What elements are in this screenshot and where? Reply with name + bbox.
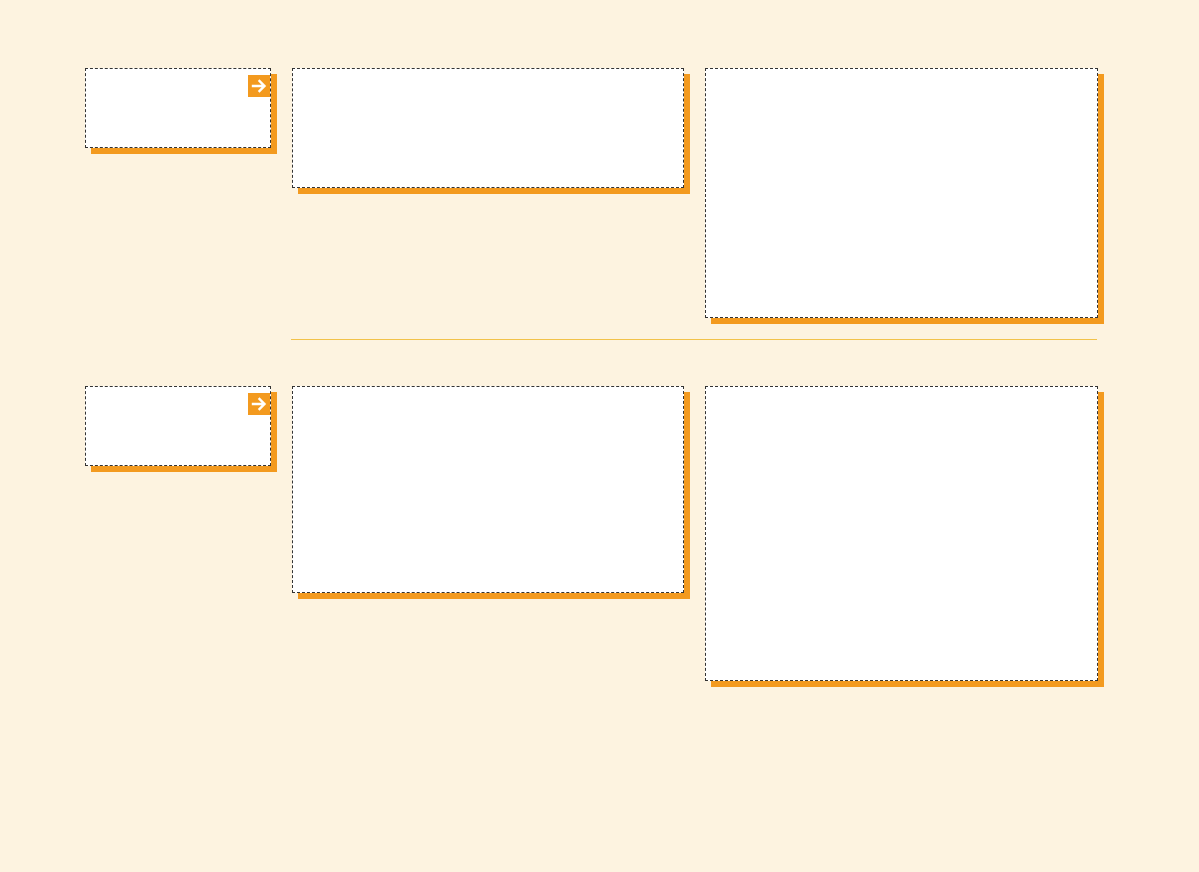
content-card (705, 386, 1098, 681)
arrow-right-icon (251, 79, 267, 93)
arrow-right-icon (251, 397, 267, 411)
arrow-button[interactable] (248, 75, 270, 97)
nav-card[interactable] (85, 386, 271, 466)
content-card (292, 68, 684, 188)
arrow-button[interactable] (248, 393, 270, 415)
section-divider (291, 339, 1097, 340)
nav-card[interactable] (85, 68, 271, 148)
content-card (705, 68, 1098, 318)
content-card (292, 386, 684, 593)
